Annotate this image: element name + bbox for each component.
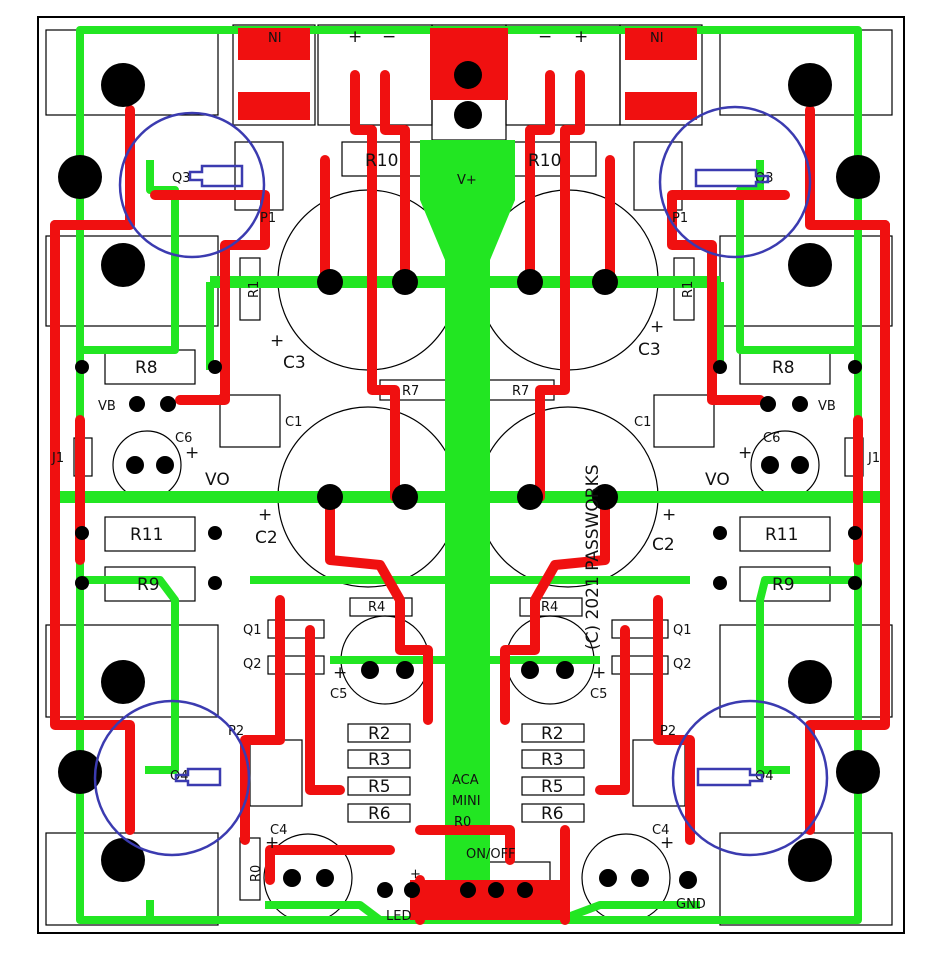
label-c5-right: C5 <box>590 687 607 702</box>
arrow-icon <box>696 767 764 787</box>
circle-icon <box>658 105 812 259</box>
vplus-plane <box>420 140 515 880</box>
label-mini: MINI <box>452 794 481 809</box>
label-plus-led: + <box>410 867 421 882</box>
label-j1-right: J1 <box>867 451 880 466</box>
label-minus-top-left: − <box>382 27 396 47</box>
label-c3-right: C3 <box>638 340 661 360</box>
label-r5-right: R5 <box>541 777 564 797</box>
circle-icon <box>118 111 266 259</box>
label-plus-c4-left: + <box>265 833 279 853</box>
label-q1-right: Q1 <box>673 623 692 638</box>
label-plus-c2-right: + <box>662 505 676 525</box>
label-p2-right: P2 <box>660 724 676 739</box>
label-r2-right: R2 <box>541 724 564 744</box>
label-ni-left: NI <box>268 31 282 46</box>
label-r6-right: R6 <box>541 804 564 824</box>
label-c1-right: C1 <box>634 415 651 430</box>
label-gnd: GND <box>676 897 706 912</box>
label-r9-right: R9 <box>772 575 795 595</box>
label-r8-left: R8 <box>135 358 158 378</box>
label-r0-center: R0 <box>454 815 471 830</box>
label-vb-right: VB <box>818 399 836 414</box>
label-r10-right: R10 <box>528 151 561 171</box>
label-c4-right: C4 <box>652 823 669 838</box>
label-vo-right: VO <box>705 470 730 490</box>
label-c2-left: C2 <box>255 528 278 548</box>
label-r5-left: R5 <box>368 777 391 797</box>
label-r11-right: R11 <box>765 525 798 545</box>
label-plus-c4-right: + <box>660 833 674 853</box>
label-c2-right: C2 <box>652 535 675 555</box>
arrow-icon <box>188 164 244 188</box>
silkscreen-labels: NI NI + − − + R10 R10 V+ Q3 Q3 P1 P1 R1 … <box>51 27 880 924</box>
label-r8-right: R8 <box>772 358 795 378</box>
label-q2-left: Q2 <box>243 657 262 672</box>
label-r3-right: R3 <box>541 750 564 770</box>
label-r7-left: R7 <box>402 384 419 399</box>
label-plus-top-right: + <box>574 27 588 47</box>
arrow-icon <box>694 168 770 188</box>
label-aca: ACA <box>452 773 479 788</box>
label-r11-left: R11 <box>130 525 163 545</box>
label-q2-right: Q2 <box>673 657 692 672</box>
label-plus-top-left: + <box>348 27 362 47</box>
label-plus-c3-right: + <box>650 317 664 337</box>
label-r4-right: R4 <box>541 600 558 615</box>
label-minus-top-right: − <box>538 27 552 47</box>
label-q1-left: Q1 <box>243 623 262 638</box>
label-plus-c6-left: + <box>185 443 199 463</box>
label-c5-left: C5 <box>330 687 347 702</box>
label-led: LED <box>386 909 411 924</box>
pads <box>58 61 880 898</box>
label-r7-right: R7 <box>512 384 529 399</box>
label-q3-left: Q3 <box>172 171 191 186</box>
label-plus-c3-left: + <box>270 331 284 351</box>
label-r10-left: R10 <box>365 151 398 171</box>
label-c3-left: C3 <box>283 353 306 373</box>
circle-icon <box>671 699 829 857</box>
label-plus-c2-left: + <box>258 505 272 525</box>
label-c1-left: C1 <box>285 415 302 430</box>
label-p1-left: P1 <box>260 211 276 226</box>
label-ni-right: NI <box>650 31 664 46</box>
label-r0-left: R0 <box>249 865 264 882</box>
label-c6-left: C6 <box>175 431 192 446</box>
label-j1-left: J1 <box>51 451 64 466</box>
label-c6-right: C6 <box>763 431 780 446</box>
label-q3-right: Q3 <box>755 171 774 186</box>
label-vb-left: VB <box>98 399 116 414</box>
label-p2-left: P2 <box>228 724 244 739</box>
circle-icon <box>93 699 251 857</box>
label-p1-right: P1 <box>672 211 688 226</box>
label-c4-left: C4 <box>270 823 287 838</box>
label-r1-right: R1 <box>681 281 696 298</box>
label-r9-left: R9 <box>137 575 160 595</box>
label-plus-c5-right: + <box>592 663 606 683</box>
label-vo-left: VO <box>205 470 230 490</box>
label-plus-c6-right: + <box>738 443 752 463</box>
label-passworks: (C) 2021 PASSWORKS <box>583 464 603 650</box>
label-r4-left: R4 <box>368 600 385 615</box>
label-r2-left: R2 <box>368 724 391 744</box>
label-r1-left: R1 <box>247 281 262 298</box>
label-r6-left: R6 <box>368 804 391 824</box>
label-r3-left: R3 <box>368 750 391 770</box>
annotations <box>93 105 829 857</box>
label-onoff: ON/OFF <box>466 847 516 862</box>
label-plus-c5-left: + <box>333 663 347 683</box>
arrow-icon <box>174 767 222 787</box>
label-vplus: V+ <box>457 173 477 188</box>
